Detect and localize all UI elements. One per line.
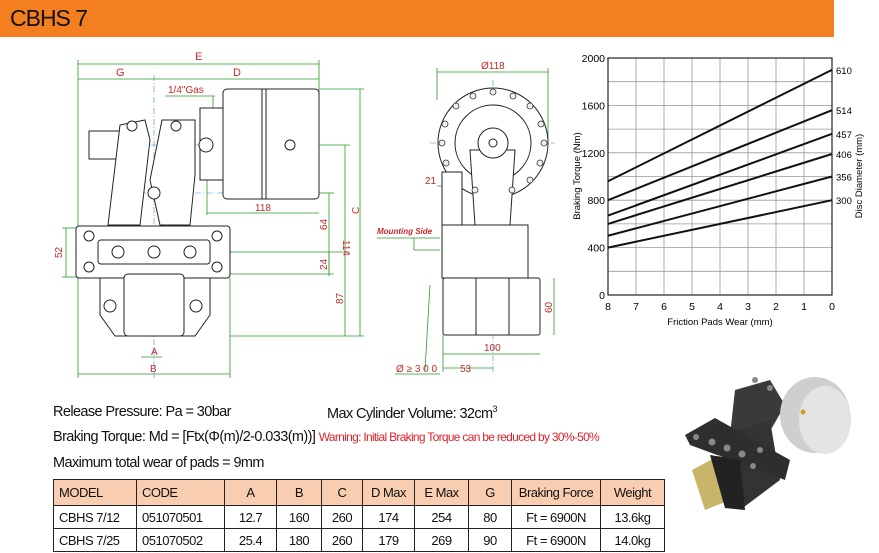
y-tick-label: 1600 [582, 100, 606, 112]
cell-d-max: 179 [362, 528, 415, 552]
cell-weight: 14.0kg [600, 528, 665, 552]
series-line-514 [607, 109, 833, 202]
y-tick-label: 400 [587, 243, 605, 255]
col-weight: Weight [600, 479, 665, 506]
dim-d: D [233, 67, 241, 79]
x-tick-label: 8 [605, 301, 611, 313]
series-label: 514 [836, 106, 852, 117]
dim-disc-diameter: Ø ≥ 3 0 0 [396, 364, 438, 375]
x-tick-label: 6 [661, 301, 667, 313]
x-tick-label: 3 [745, 301, 751, 313]
dim-gas: 1/4"Gas [168, 85, 204, 96]
cell-model: CBHS 7/12 [53, 505, 137, 529]
dim-g: G [116, 67, 125, 79]
cell-b: 160 [276, 505, 322, 529]
dim-a: A [151, 347, 158, 358]
series-label: 356 [836, 173, 852, 184]
x-tick-label: 2 [773, 301, 779, 313]
dim-e: E [195, 51, 202, 63]
dim-52: 52 [54, 246, 65, 258]
dim-c: C [351, 207, 362, 214]
dim-b: B [150, 364, 157, 375]
dim-60: 60 [544, 301, 555, 313]
dim-dia-118: Ø118 [481, 61, 505, 72]
table-row: CBHS 7/12 051070501 12.7 160 260 174 254… [53, 505, 665, 529]
y-axis-label: Braking Torque (Nm) [572, 132, 583, 219]
x-tick-label: 5 [689, 301, 695, 313]
series-label: 300 [836, 196, 852, 207]
x-tick-label: 7 [633, 301, 639, 313]
cell-weight: 13.6kg [600, 505, 665, 529]
model-spec-table: MODEL CODE A B C D Max E Max G Braking F… [53, 479, 665, 552]
series-line-300 [607, 199, 833, 249]
dim-100: 100 [484, 343, 501, 354]
dim-24: 24 [319, 258, 330, 270]
title-bar: CBHS 7 [0, 0, 834, 37]
page-title: CBHS 7 [10, 5, 88, 31]
max-cylinder-volume: Max Cylinder Volume: 32cm3 [327, 404, 498, 422]
product-photo [685, 377, 851, 510]
series-line-457 [607, 132, 833, 217]
cell-code: 051070502 [136, 528, 225, 552]
cylinder-volume-unit-exponent: 3 [492, 404, 498, 414]
col-braking-force: Braking Force [511, 479, 601, 506]
series-line-406 [607, 153, 833, 225]
dim-87: 87 [335, 292, 346, 304]
x-tick-label: 0 [829, 301, 835, 313]
series-label: 406 [836, 150, 852, 161]
series-line-356 [607, 175, 833, 237]
dim-64: 64 [319, 218, 330, 230]
col-d-max: D Max [362, 479, 415, 506]
col-b: B [276, 479, 322, 506]
series-label: 457 [836, 130, 852, 141]
y-tick-label: 800 [587, 195, 605, 207]
dim-21: 21 [425, 176, 437, 187]
cell-model: CBHS 7/25 [53, 528, 137, 552]
dim-53: 53 [460, 364, 472, 375]
table-header-row: MODEL CODE A B C D Max E Max G Braking F… [53, 479, 665, 506]
col-a: A [224, 479, 277, 506]
cell-braking-force: Ft = 6900N [511, 505, 601, 529]
col-g: G [468, 479, 512, 506]
table-row: CBHS 7/25 051070502 25.4 180 260 179 269… [53, 528, 665, 552]
warning-text: Warning: Initial Braking Torque can be r… [318, 430, 600, 444]
cell-braking-force: Ft = 6900N [511, 528, 601, 552]
x-tick-label: 4 [717, 301, 723, 313]
col-code: CODE [136, 479, 225, 506]
y2-axis-label: Disc Diameter (mm) [854, 134, 865, 218]
cell-b: 180 [276, 528, 322, 552]
cylinder-volume-text: Max Cylinder Volume: 32cm [327, 405, 493, 422]
braking-torque-formula: Braking Torque: Md = [Ftx(Φ(m)/2-0.033(m… [53, 429, 600, 445]
x-tick-label: 1 [801, 301, 807, 313]
col-model: MODEL [53, 479, 137, 506]
cell-d-max: 174 [362, 505, 415, 529]
y-tick-label: 0 [599, 290, 605, 302]
dim-114: 114 [340, 240, 351, 256]
series-label: 610 [836, 66, 852, 77]
col-c: C [321, 479, 363, 506]
cell-a: 12.7 [224, 505, 277, 529]
series-line-610 [607, 68, 833, 183]
braking-torque-chart: Braking Torque (Nm) Disc Diameter (mm) F… [572, 53, 865, 328]
cell-c: 260 [321, 505, 363, 529]
cell-g: 90 [468, 528, 512, 552]
cell-code: 051070501 [136, 505, 225, 529]
max-pad-wear: Maximum total wear of pads = 9mm [53, 455, 264, 471]
cell-e-max: 254 [414, 505, 469, 529]
dim-118: 118 [255, 203, 271, 214]
braking-torque-text: Braking Torque: Md = [Ftx(Φ(m)/2-0.033(m… [53, 429, 316, 445]
y-tick-label: 2000 [582, 53, 606, 65]
mounting-side-label: Mounting Side [377, 227, 433, 236]
release-pressure: Release Pressure: Pa = 30bar [53, 404, 231, 420]
cell-c: 260 [321, 528, 363, 552]
x-axis-label: Friction Pads Wear (mm) [667, 317, 772, 328]
cell-g: 80 [468, 505, 512, 529]
col-e-max: E Max [414, 479, 469, 506]
cell-a: 25.4 [224, 528, 277, 552]
y-tick-label: 1200 [582, 148, 606, 160]
side-view-drawing: E G D 1/4"Gas 118 A B 114 C 64 24 87 52 [54, 51, 555, 380]
cell-e-max: 269 [414, 528, 469, 552]
